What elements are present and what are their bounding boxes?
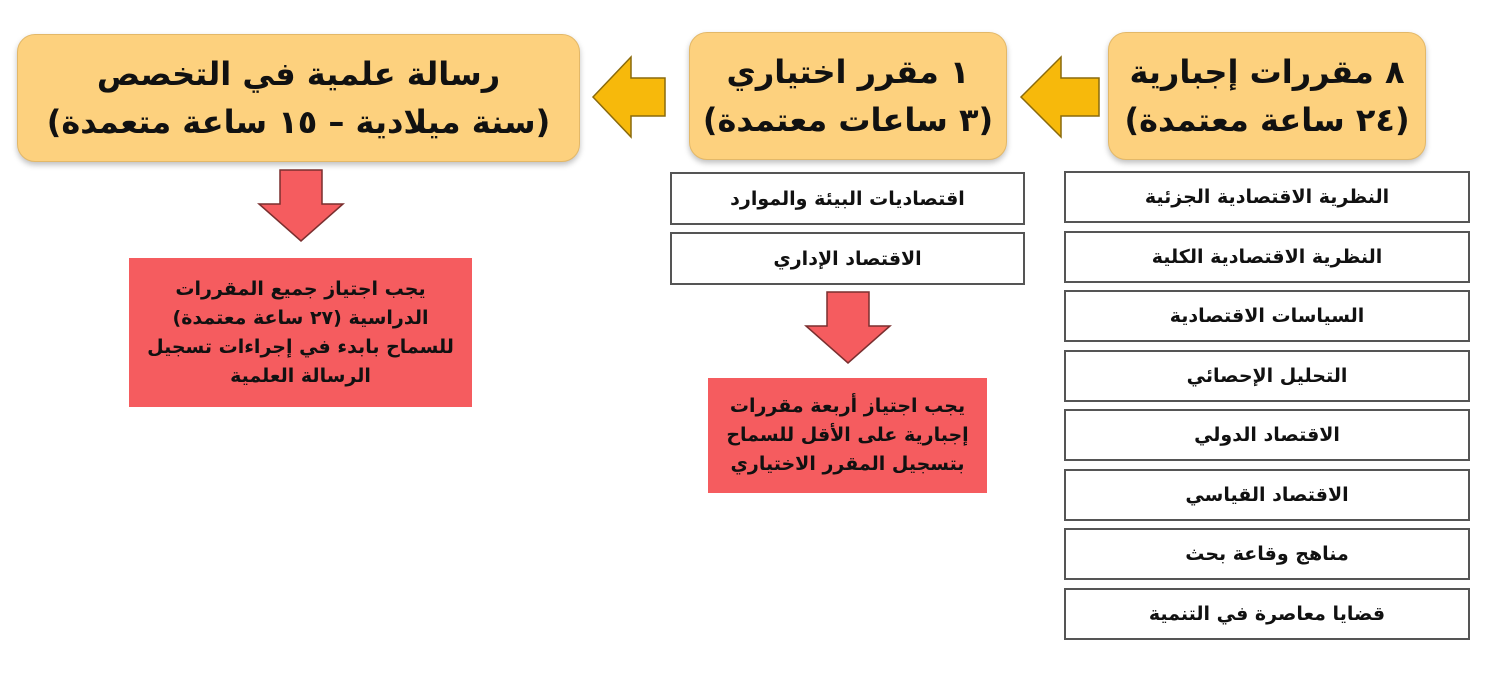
note-line: للسماح بابدء في إجراءات تسجيل bbox=[147, 335, 454, 358]
down-arrow-icon bbox=[804, 291, 892, 364]
note-line: الدراسية (٢٧ ساعة معتمدة) bbox=[172, 306, 429, 329]
list-item: الاقتصاد الدولي bbox=[1064, 409, 1470, 461]
list-item: النظرية الاقتصادية الكلية bbox=[1064, 231, 1470, 283]
mandatory-header-line2: (٢٤ ساعة معتمدة) bbox=[1124, 101, 1410, 139]
elective-header-line2: (٣ ساعات معتمدة) bbox=[702, 101, 994, 139]
left-arrow-icon bbox=[591, 55, 666, 139]
mandatory-courses-header: ٨ مقررات إجبارية (٢٤ ساعة معتمدة) bbox=[1108, 32, 1426, 160]
note-line: إجبارية على الأقل للسماح bbox=[726, 424, 969, 446]
elective-header-line1: ١ مقرر اختياري bbox=[726, 53, 970, 91]
thesis-header-line1: رسالة علمية في التخصص bbox=[96, 55, 501, 93]
note-line: يجب اجتياز جميع المقررات bbox=[175, 277, 426, 300]
list-item: التحليل الإحصائي bbox=[1064, 350, 1470, 402]
note-line: يجب اجتياز أربعة مقررات bbox=[729, 395, 966, 417]
list-item: السياسات الاقتصادية bbox=[1064, 290, 1470, 342]
thesis-header: رسالة علمية في التخصص (سنة ميلادية – ١٥ … bbox=[17, 34, 580, 162]
list-item: الاقتصاد الإداري bbox=[670, 232, 1025, 285]
left-arrow-icon bbox=[1019, 55, 1100, 139]
list-item: الاقتصاد القياسي bbox=[1064, 469, 1470, 521]
down-arrow-icon bbox=[257, 169, 345, 242]
list-item: قضايا معاصرة في التنمية bbox=[1064, 588, 1470, 640]
mandatory-header-line1: ٨ مقررات إجبارية bbox=[1129, 53, 1405, 91]
note-line: الرسالة العلمية bbox=[230, 364, 371, 387]
elective-requirement-note: يجب اجتياز أربعة مقررات إجبارية على الأق… bbox=[708, 378, 987, 493]
list-item: مناهج وقاعة بحث bbox=[1064, 528, 1470, 580]
list-item: اقتصاديات البيئة والموارد bbox=[670, 172, 1025, 225]
elective-course-header: ١ مقرر اختياري (٣ ساعات معتمدة) bbox=[689, 32, 1007, 160]
note-line: بتسجيل المقرر الاختياري bbox=[730, 453, 965, 475]
thesis-requirement-note: يجب اجتياز جميع المقررات الدراسية (٢٧ سا… bbox=[129, 258, 472, 407]
thesis-header-line2: (سنة ميلادية – ١٥ ساعة متعمدة) bbox=[46, 103, 551, 141]
list-item: النظرية الاقتصادية الجزئية bbox=[1064, 171, 1470, 223]
